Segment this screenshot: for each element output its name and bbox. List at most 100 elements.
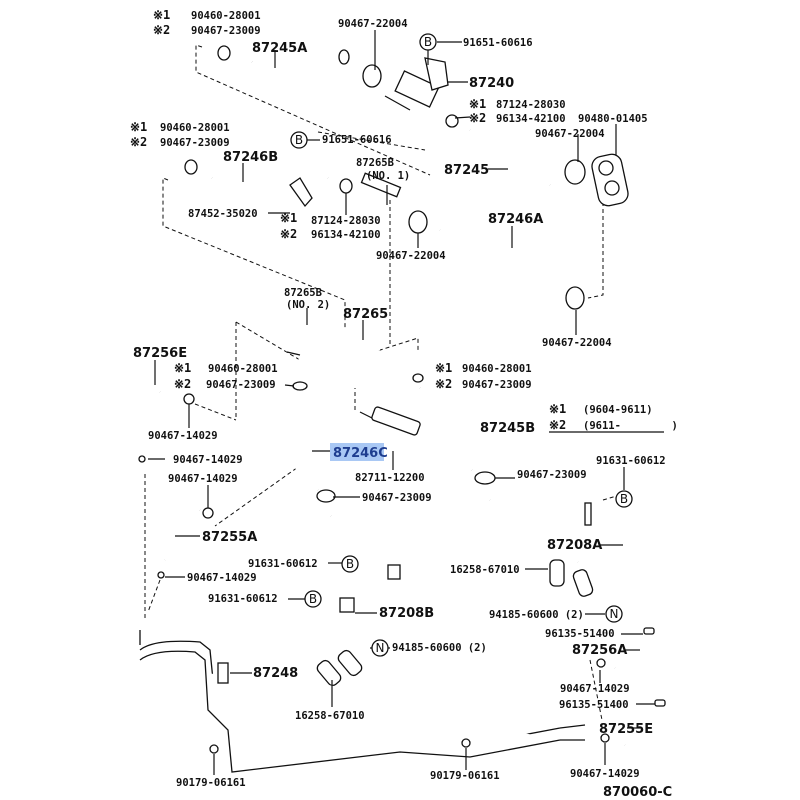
part-label[interactable]: 90460-28001	[160, 122, 230, 134]
part-label[interactable]: 90467-14029	[570, 768, 640, 780]
svg-text:B: B	[309, 592, 317, 606]
callout-symbols: B B B B B N N	[290, 33, 633, 657]
part-label[interactable]: 87246B	[223, 150, 278, 165]
part-label[interactable]: 90467-22004	[338, 18, 408, 30]
part-label[interactable]: 90460-28001	[208, 363, 278, 375]
svg-text:B: B	[424, 35, 432, 49]
part-label[interactable]: 87240	[469, 76, 514, 91]
part-label[interactable]: 16258-67010	[295, 710, 365, 722]
part-label: (NO. 2)	[286, 299, 330, 311]
part-label[interactable]: 87248	[253, 666, 298, 681]
part-label[interactable]: 96135-51400	[559, 699, 629, 711]
part-label[interactable]: 90179-06161	[176, 777, 246, 789]
part-label[interactable]: 87208B	[379, 606, 434, 621]
callout-b-symbol: B	[304, 590, 322, 608]
part-label[interactable]: 90460-28001	[462, 363, 532, 375]
part-label[interactable]: 87255E	[599, 722, 653, 737]
part-label[interactable]: 90467-22004	[376, 250, 446, 262]
part-label[interactable]: 87256E	[133, 346, 187, 361]
part-label[interactable]: 87265	[343, 307, 388, 322]
svg-text:N: N	[376, 641, 385, 655]
clamp-icon	[339, 178, 353, 194]
part-label[interactable]: 90467-14029	[168, 473, 238, 485]
part-label[interactable]: 87124-28030	[496, 99, 566, 111]
valve-87240	[384, 57, 449, 111]
part-label: (NO. 1)	[366, 170, 410, 182]
part-label[interactable]: 91631-60612	[208, 593, 278, 605]
svg-text:B: B	[620, 492, 628, 506]
part-label[interactable]: 82711-12200	[355, 472, 425, 484]
note-mark-1: ※1	[153, 8, 170, 22]
part-label[interactable]: 90467-23009	[191, 25, 261, 37]
part-label[interactable]: 87256A	[572, 643, 627, 658]
heater-core-82711	[371, 406, 421, 436]
svg-text:B: B	[346, 557, 354, 571]
part-label[interactable]: 90467-23009	[462, 379, 532, 391]
part-label[interactable]: 90460-28001	[191, 10, 261, 22]
part-label[interactable]: 96134-42100	[311, 229, 381, 241]
legend-note-1: (9604-9611)	[583, 404, 653, 416]
part-label[interactable]: 90467-23009	[160, 137, 230, 149]
callout-b-symbol: B	[615, 490, 633, 508]
callout-b-symbol: B	[341, 555, 359, 573]
part-label[interactable]: 90179-06161	[430, 770, 500, 782]
highlighted-part-label[interactable]: 87246C	[333, 446, 388, 461]
highlight-box-87246C	[330, 443, 384, 461]
part-label[interactable]: 90480-01405	[578, 113, 648, 125]
grommet-90480	[591, 153, 629, 207]
part-label[interactable]: 90467-23009	[362, 492, 432, 504]
part-label[interactable]: 87245A	[252, 41, 307, 56]
part-label[interactable]: 91631-60612	[248, 558, 318, 570]
part-label[interactable]: 96134-42100	[496, 113, 566, 125]
part-label[interactable]: 87245B	[480, 421, 535, 436]
part-label[interactable]: 94185-60600 (2)	[392, 642, 487, 654]
part-label[interactable]: 87265B	[356, 157, 394, 169]
part-label[interactable]: 16258-67010	[450, 564, 520, 576]
part-label[interactable]: 87265B	[284, 287, 322, 299]
part-label[interactable]: 90467-14029	[187, 572, 257, 584]
clamp-icon	[202, 507, 214, 519]
legend-mark-2: ※2	[549, 418, 566, 432]
pipe-87248	[139, 630, 586, 773]
gasket-16258	[316, 659, 342, 687]
part-label[interactable]: 87124-28030	[311, 215, 381, 227]
note-mark-1: ※1	[469, 97, 486, 111]
clamp-icon	[474, 471, 496, 485]
clamp-icon	[157, 571, 165, 579]
part-label[interactable]: 91651-60616	[322, 134, 392, 146]
part-label[interactable]: 90467-23009	[206, 379, 276, 391]
part-label[interactable]: 87255A	[202, 530, 257, 545]
part-label[interactable]: 90467-22004	[542, 337, 612, 349]
clamp-icon	[596, 658, 606, 668]
clamp-icon	[217, 45, 231, 61]
parts-drawings	[132, 42, 666, 773]
part-label[interactable]: 90467-14029	[173, 454, 243, 466]
note-mark-1: ※1	[435, 361, 452, 375]
clamp-icon	[183, 393, 195, 405]
callout-b-symbol: B	[419, 33, 437, 51]
part-label[interactable]: 90467-14029	[148, 430, 218, 442]
part-label[interactable]: 91631-60612	[596, 455, 666, 467]
clamp-icon	[362, 64, 382, 88]
part-label[interactable]: 96135-51400	[545, 628, 615, 640]
part-label[interactable]: 90467-14029	[560, 683, 630, 695]
part-label[interactable]: 90467-22004	[535, 128, 605, 140]
callout-b-symbol: B	[290, 131, 308, 149]
note-mark-2: ※2	[280, 227, 297, 241]
callout-n-symbol: N	[605, 605, 623, 623]
svg-text:N: N	[610, 607, 619, 621]
note-mark-2: ※2	[435, 377, 452, 391]
clamp-icon	[600, 733, 610, 743]
part-label[interactable]: 94185-60600 (2)	[489, 609, 584, 621]
part-label[interactable]: 91651-60616	[463, 37, 533, 49]
legend-note-2: (9611- )	[583, 420, 678, 432]
part-label[interactable]: 87245	[444, 163, 489, 178]
note-mark-2: ※2	[174, 377, 191, 391]
part-label[interactable]: 87452-35020	[188, 208, 258, 220]
bracket-87452	[289, 177, 313, 208]
part-label[interactable]: 87246A	[488, 212, 543, 227]
part-label[interactable]: 90467-23009	[517, 469, 587, 481]
part-label[interactable]: 87208A	[547, 538, 602, 553]
callout-n-symbol: N	[371, 639, 389, 657]
note-mark-1: ※1	[174, 361, 191, 375]
